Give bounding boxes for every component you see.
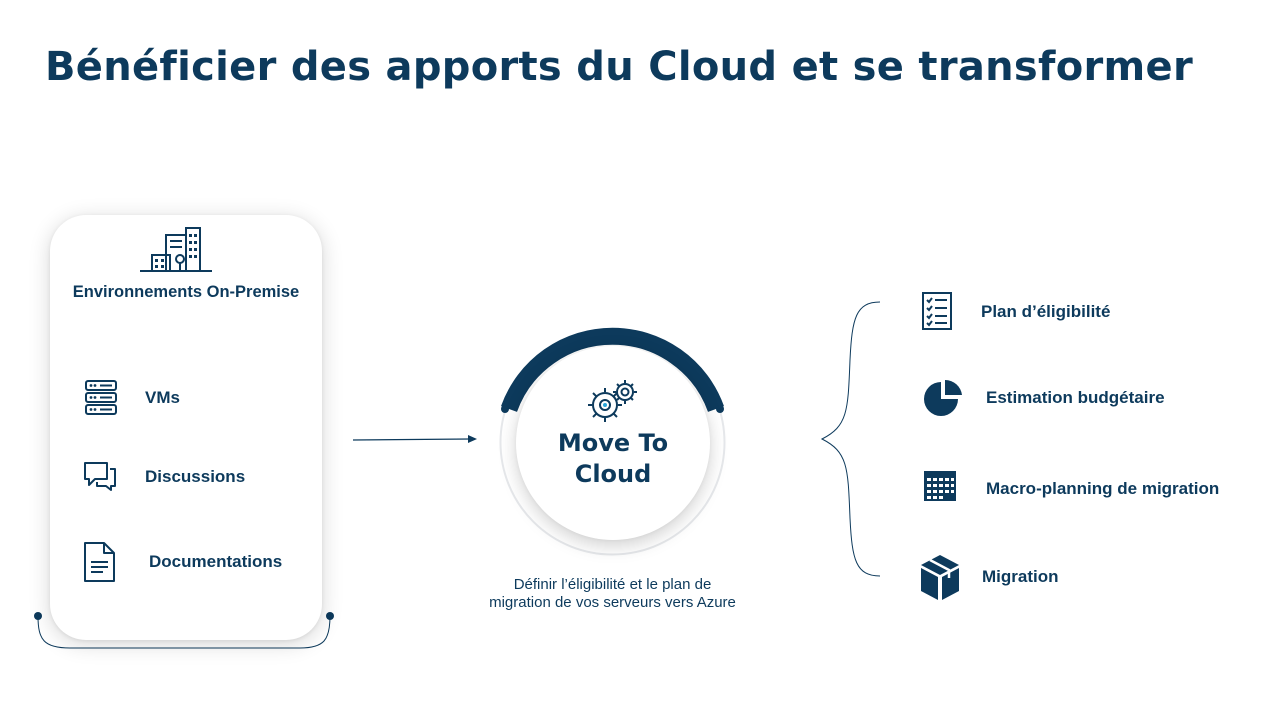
pie-chart-icon xyxy=(924,379,962,416)
card-title: Environnements On-Premise xyxy=(72,283,300,301)
center-caption: Définir l’éligibilité et le plan de migr… xyxy=(489,576,736,611)
chat-icon xyxy=(84,462,116,491)
list-item-label: Discussions xyxy=(145,467,246,486)
list-item-vms: VMs xyxy=(50,379,322,419)
deliverable-label: Estimation budgétaire xyxy=(986,388,1165,407)
list-item-documentations: Documentations xyxy=(50,540,322,582)
calendar-icon xyxy=(924,471,956,501)
deliverable-label: Migration xyxy=(982,567,1059,586)
box-icon xyxy=(921,555,959,600)
page-title: Bénéficier des apports du Cloud et se tr… xyxy=(45,44,1193,90)
checklist-icon xyxy=(922,292,952,330)
gears-icon xyxy=(588,380,637,422)
deliverable-label: Plan d’éligibilité xyxy=(981,302,1111,321)
center-circle xyxy=(516,346,710,540)
document-icon xyxy=(84,542,115,582)
list-item-label: VMs xyxy=(145,388,180,407)
deliverable-label: Macro-planning de migration xyxy=(986,479,1220,498)
list-item-discussions: Discussions xyxy=(50,460,322,500)
buildings-icon xyxy=(140,227,212,272)
on-premise-card: Environnements On-Premise VMs Discussi xyxy=(50,215,322,640)
list-item-label: Documentations xyxy=(149,552,283,571)
center-title: Move To Cloud xyxy=(557,429,669,488)
progress-ring xyxy=(499,327,726,556)
server-icon xyxy=(85,380,117,415)
